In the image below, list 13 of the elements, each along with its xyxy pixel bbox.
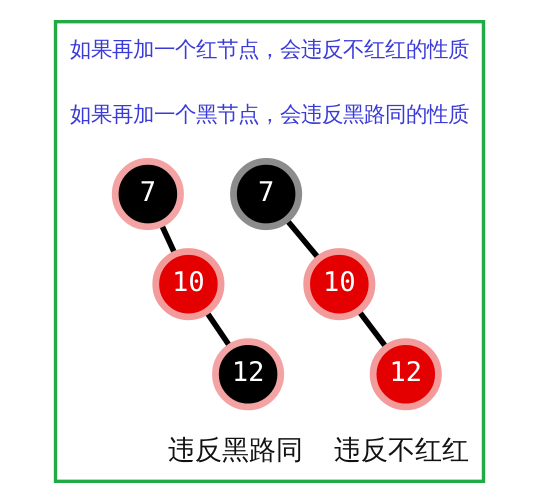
label: 违反不红红	[334, 434, 469, 466]
connector	[204, 310, 233, 348]
label: 如果再加一个红节点，会违反不红红的性质	[70, 37, 469, 62]
cluster	[54, 20, 486, 483]
label: 如果再加一个黑节点，会违反黑路同的性质	[70, 102, 469, 128]
connector	[356, 309, 389, 350]
node-circle: 10	[152, 248, 224, 320]
node-circle: 12	[212, 338, 284, 410]
node-circle: 10	[303, 248, 376, 320]
label: 违反黑路同	[168, 434, 304, 466]
node-circle: 7	[112, 158, 184, 230]
node-circle: 7	[230, 158, 302, 230]
node-circle: 12	[370, 338, 442, 410]
